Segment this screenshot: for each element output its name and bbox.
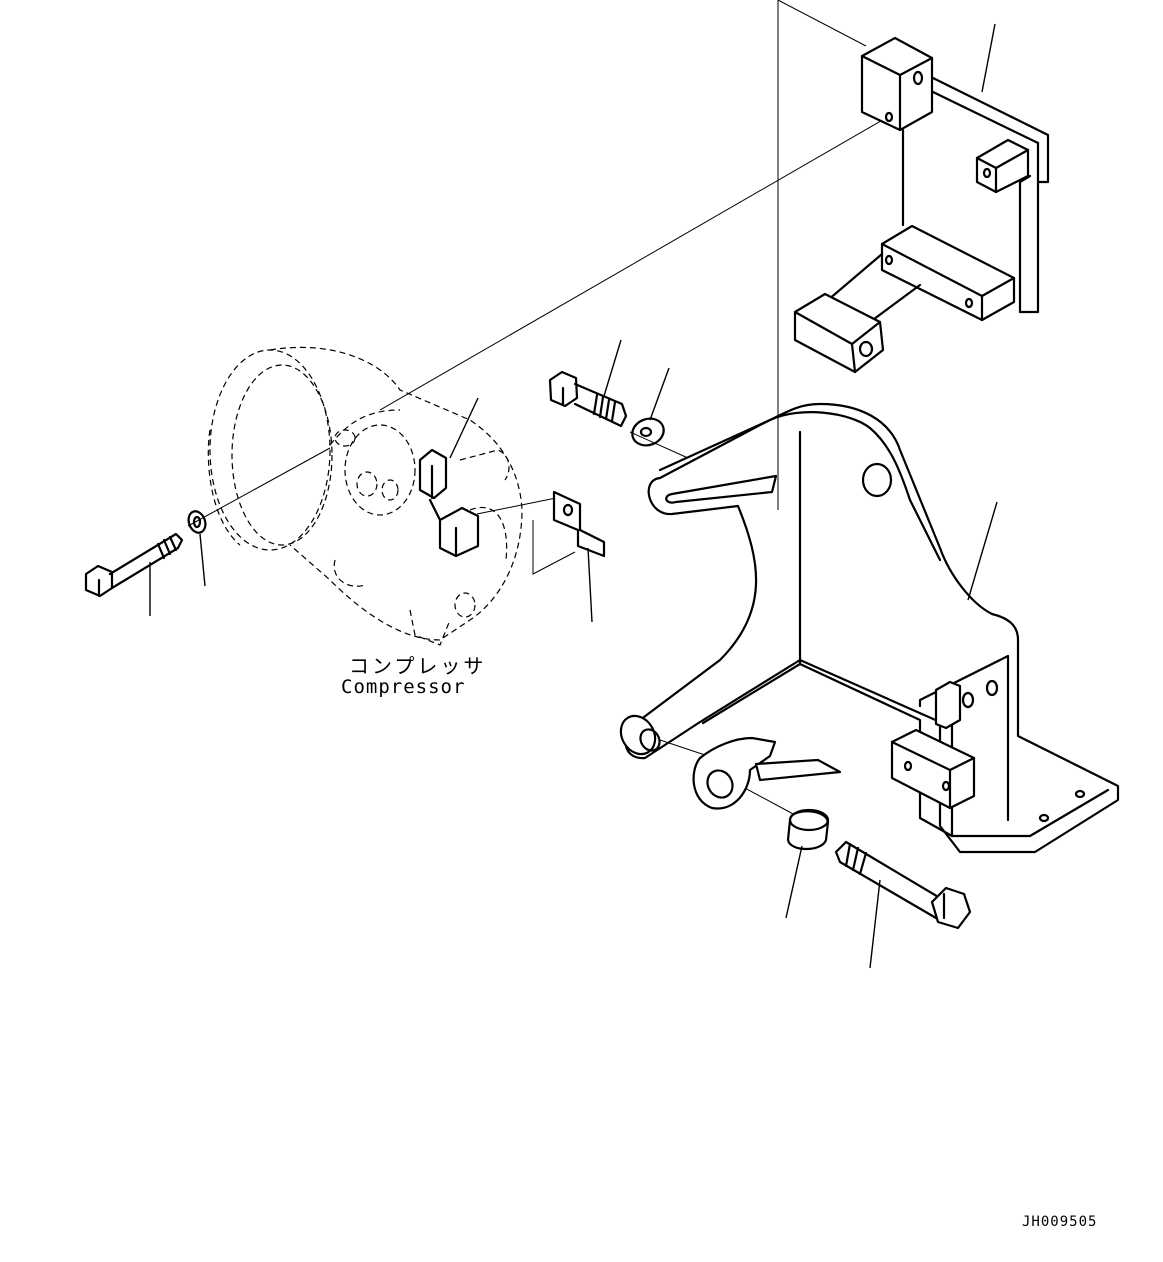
main-mounting-bracket xyxy=(619,402,1120,854)
spacer-lower xyxy=(786,808,830,851)
compressor-body xyxy=(207,346,523,646)
washer-left xyxy=(187,510,207,534)
hex-bolt-lower xyxy=(834,840,972,930)
leader-lines xyxy=(149,23,998,969)
compressor-label-japanese: コンプレッサ xyxy=(349,654,487,678)
assembly-guide-lines xyxy=(187,0,887,816)
hex-bolt-left xyxy=(84,532,184,598)
wire-clip xyxy=(552,490,606,558)
hex-bolt-upper xyxy=(548,370,628,428)
drawing-number: JH009505 xyxy=(1022,1214,1098,1230)
compressor-label-english: Compressor xyxy=(341,676,466,698)
upper-mounting-bracket xyxy=(793,36,1050,374)
washer-upper xyxy=(631,417,665,447)
